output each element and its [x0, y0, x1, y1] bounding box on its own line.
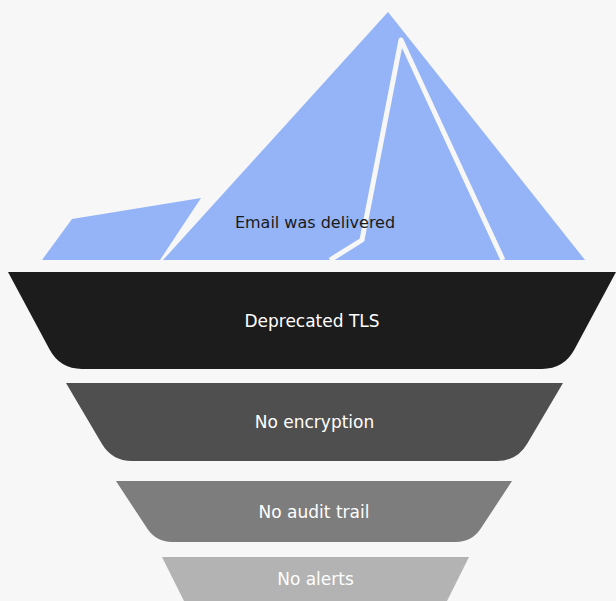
band-label: No audit trail	[259, 502, 370, 522]
shape	[8, 272, 616, 369]
band-label: No alerts	[277, 569, 354, 589]
shape	[116, 481, 512, 542]
depth-band: No audit trail	[116, 481, 512, 542]
shape	[163, 12, 585, 260]
depth-band: No alerts	[162, 557, 469, 601]
band-label: Deprecated TLS	[244, 311, 379, 331]
shape	[66, 383, 563, 461]
shape	[162, 557, 469, 601]
band-label: Email was delivered	[235, 213, 395, 232]
iceberg-tip: Email was delivered	[0, 0, 616, 262]
depth-band: Deprecated TLS	[8, 272, 616, 369]
band-label: No encryption	[255, 412, 375, 432]
depth-band: No encryption	[66, 383, 563, 461]
